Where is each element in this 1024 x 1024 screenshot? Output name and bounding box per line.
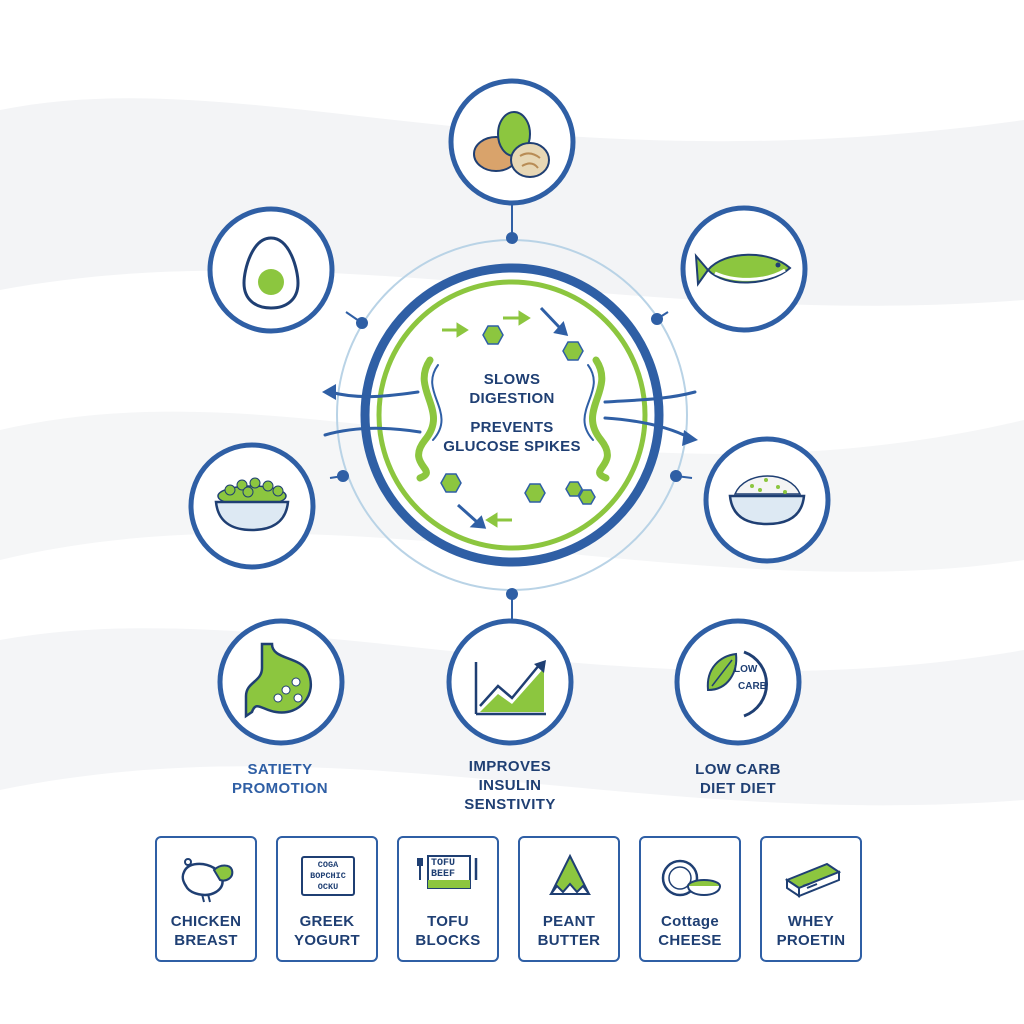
food-label-line2: BUTTER <box>537 932 601 949</box>
benefit-label-satiety: SATIETY PROMOTION <box>180 760 380 798</box>
benefit-label-insulin: IMPROVES INSULIN SENSTIVITY <box>410 757 610 814</box>
benefit-label-line3: SENSTIVITY <box>464 796 556 813</box>
food-label-line1: TOFU <box>427 913 469 930</box>
benefit-label-low-carb: LOW CARB DIET DIET <box>638 760 838 798</box>
cottage-cheese-icon <box>661 859 721 897</box>
orbit-connectors <box>329 205 693 625</box>
center-label-glucose-spikes: GLUCOSE SPIKES <box>443 438 581 455</box>
yogurt-pack-text-1: COGA <box>317 860 339 870</box>
food-label: Cottage CHEESE <box>641 912 739 950</box>
benefit-label-line1: SATIETY <box>247 761 313 778</box>
fish-circle <box>680 205 808 333</box>
food-label-line1: Cottage <box>661 913 719 930</box>
stomach-benefit-circle <box>217 618 345 746</box>
yogurt-pack-text-3: OCKU <box>317 882 339 892</box>
whey-protein-icon <box>784 862 842 898</box>
tofu-block-icon <box>417 855 478 889</box>
chicken-icon <box>181 858 234 903</box>
food-card-greek-yogurt: COGA BOPCHIC OCKU GREEK YOGURT <box>276 836 378 962</box>
food-label-line1: WHEY <box>787 913 835 930</box>
food-card-whey: WHEY PROETIN <box>760 836 862 962</box>
food-label: WHEY PROETIN <box>762 912 860 950</box>
peanut-butter-icon <box>549 853 591 895</box>
benefit-label-line2: PROMOTION <box>231 780 329 797</box>
benefit-label-line1: LOW CARB <box>695 761 781 778</box>
tofu-pack-text-2: BEEF <box>431 869 456 880</box>
food-label-line2: CHEESE <box>658 932 722 949</box>
nuts-circle <box>448 78 576 206</box>
yogurt-cups-icon: COGA BOPCHIC OCKU <box>301 856 355 896</box>
low-carb-badge-carb: CARB <box>738 681 767 692</box>
cottage-cheese-circle <box>703 436 831 564</box>
food-label-line2: YOGURT <box>294 932 360 949</box>
benefit-label-line1: IMPROVES <box>468 758 552 775</box>
food-label-line1: GREEK <box>299 913 355 930</box>
insulin-benefit-circle <box>446 618 574 746</box>
food-card-tofu: TOFU BEEF TOFU BLOCKS <box>397 836 499 962</box>
egg-circle <box>207 206 335 334</box>
food-label-line2: BLOCKS <box>415 932 481 949</box>
low-carb-badge-low: LOW <box>734 664 758 675</box>
food-label-line2: PROETIN <box>776 932 846 949</box>
food-label: GREEK YOGURT <box>278 912 376 950</box>
center-label-prevents: PREVENTS <box>470 419 554 436</box>
tofu-pack-text-1: TOFU <box>431 858 456 869</box>
benefit-label-line2: DIET DIET <box>699 780 777 797</box>
yogurt-pack-text-2: BOPCHIC <box>310 871 346 881</box>
bean-bowl-circle <box>188 442 316 570</box>
food-label-line1: PEANT <box>542 913 596 930</box>
food-label: CHICKEN BREAST <box>157 912 255 950</box>
low-carb-benefit-circle <box>674 618 802 746</box>
central-digestion-circle <box>322 263 698 567</box>
tofu-pack-text: TOFU BEEF <box>431 858 455 880</box>
food-card-peanut-butter: PEANT BUTTER <box>518 836 620 962</box>
food-card-cottage-cheese: Cottage CHEESE <box>639 836 741 962</box>
center-label-slows: SLOWS <box>483 371 541 388</box>
food-label: TOFU BLOCKS <box>399 912 497 950</box>
center-label-digestion: DIGESTION <box>469 390 555 407</box>
food-label-line2: BREAST <box>174 932 238 949</box>
food-label: PEANT BUTTER <box>520 912 618 950</box>
benefit-label-line2: INSULIN <box>478 777 542 794</box>
food-card-chicken: CHICKEN BREAST <box>155 836 257 962</box>
food-label-line1: CHICKEN <box>170 913 242 930</box>
